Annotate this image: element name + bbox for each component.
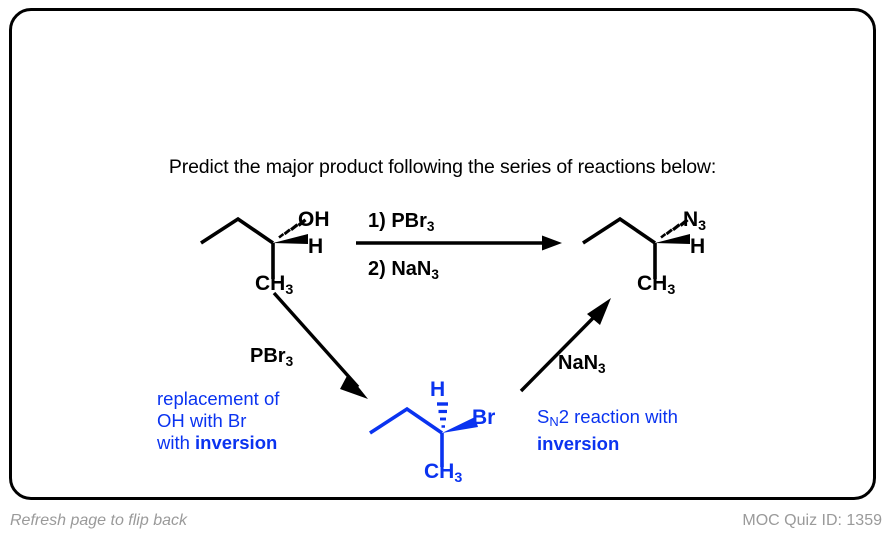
main-arrow-reagent-top: 1) PBr3 <box>368 210 435 234</box>
note-left-line1: replacement of <box>157 388 280 409</box>
arrow-down-right-icon <box>272 291 368 399</box>
note-right-sn2-sub: N <box>549 414 559 430</box>
note-right-sn2-prefix: S <box>537 406 550 427</box>
note-left-line3-prefix: with <box>157 432 196 453</box>
note-left-line2: OH with Br <box>157 410 247 431</box>
step1-arrow <box>270 289 380 409</box>
note-right-line2: inversion <box>537 433 678 455</box>
product-azide-label: N3 <box>683 208 707 234</box>
product-skeleton <box>582 216 690 279</box>
note-left-line3: with inversion <box>157 432 279 454</box>
note-right-sn2-suffix: 2 reaction with <box>558 406 678 427</box>
intermediate-structure: H Br CH3 <box>367 379 517 485</box>
refresh-hint: Refresh page to flip back <box>10 512 187 529</box>
arrow-up-right-icon <box>519 298 611 393</box>
note-replacement-inversion: replacement of OH with Br with inversion <box>157 388 279 454</box>
step1-reagent-label: PBr3 <box>250 345 294 369</box>
product-methyl-label: CH3 <box>637 272 676 298</box>
intermediate-h-label: H <box>430 378 446 401</box>
intermediate-br-label: Br <box>472 406 496 429</box>
note-sn2-inversion: SN2 reaction with inversion <box>537 406 678 455</box>
main-reaction-arrow <box>356 233 566 253</box>
quiz-id-label: MOC Quiz ID: 1359 <box>742 512 882 529</box>
starting-material-structure: OH H CH3 <box>198 201 348 297</box>
step2-arrow <box>517 296 622 396</box>
product-structure: N3 H CH3 <box>580 201 730 297</box>
product-h-label: H <box>690 235 706 258</box>
main-arrow-reagent-bottom: 2) NaN3 <box>368 258 439 282</box>
intermediate-skeleton <box>369 402 478 467</box>
note-left-line3-bold: inversion <box>195 432 278 453</box>
arrow-right-icon <box>356 235 562 251</box>
step2-reagent-label: NaN3 <box>558 352 606 376</box>
intermediate-methyl-label: CH3 <box>424 460 463 486</box>
quiz-card: Predict the major product following the … <box>9 8 876 500</box>
starting-material-skeleton <box>200 216 308 279</box>
note-right-line1: SN2 reaction with <box>537 406 678 433</box>
starting-material-methyl-label: CH3 <box>255 272 294 298</box>
starting-material-oh-label: OH <box>298 208 330 231</box>
page-title: Predict the major product following the … <box>168 156 717 178</box>
starting-material-h-label: H <box>308 235 324 258</box>
note-right-line2-bold: inversion <box>537 433 620 455</box>
